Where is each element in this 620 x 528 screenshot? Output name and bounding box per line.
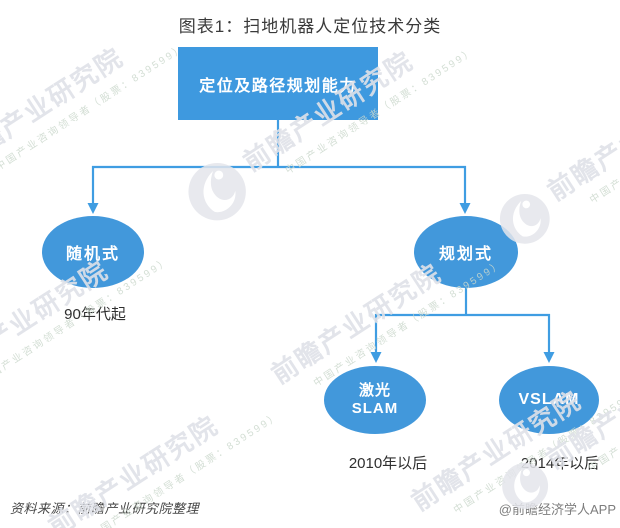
node-random-label: 随机式 [65,246,120,263]
source-note: 资料来源：前瞻产业研究院整理 [10,501,200,516]
node-vslam: VSLAM [499,366,599,434]
chart-title: 图表1：扫地机器人定位技术分类 [178,17,442,36]
note-random-era: 90年代起 [64,306,126,323]
node-planned-label: 规划式 [438,246,493,263]
node-vslam-label: VSLAM [518,391,580,408]
note-laser-era: 2010年以后 [348,455,428,472]
node-root-box: 定位及路径规划能力 [178,47,378,120]
node-laser-slam: 激光 SLAM [324,366,426,434]
node-root-label: 定位及路径规划能力 [199,77,357,95]
note-vslam-era: 2014年以后 [520,455,600,472]
node-random: 随机式 [42,216,144,288]
credit-note: @前瞻经济学人APP [498,502,616,517]
node-planned: 规划式 [414,216,518,288]
node-laser-slam-label-line1: 激光 [358,382,391,399]
node-laser-slam-label-line2: SLAM [351,400,399,417]
